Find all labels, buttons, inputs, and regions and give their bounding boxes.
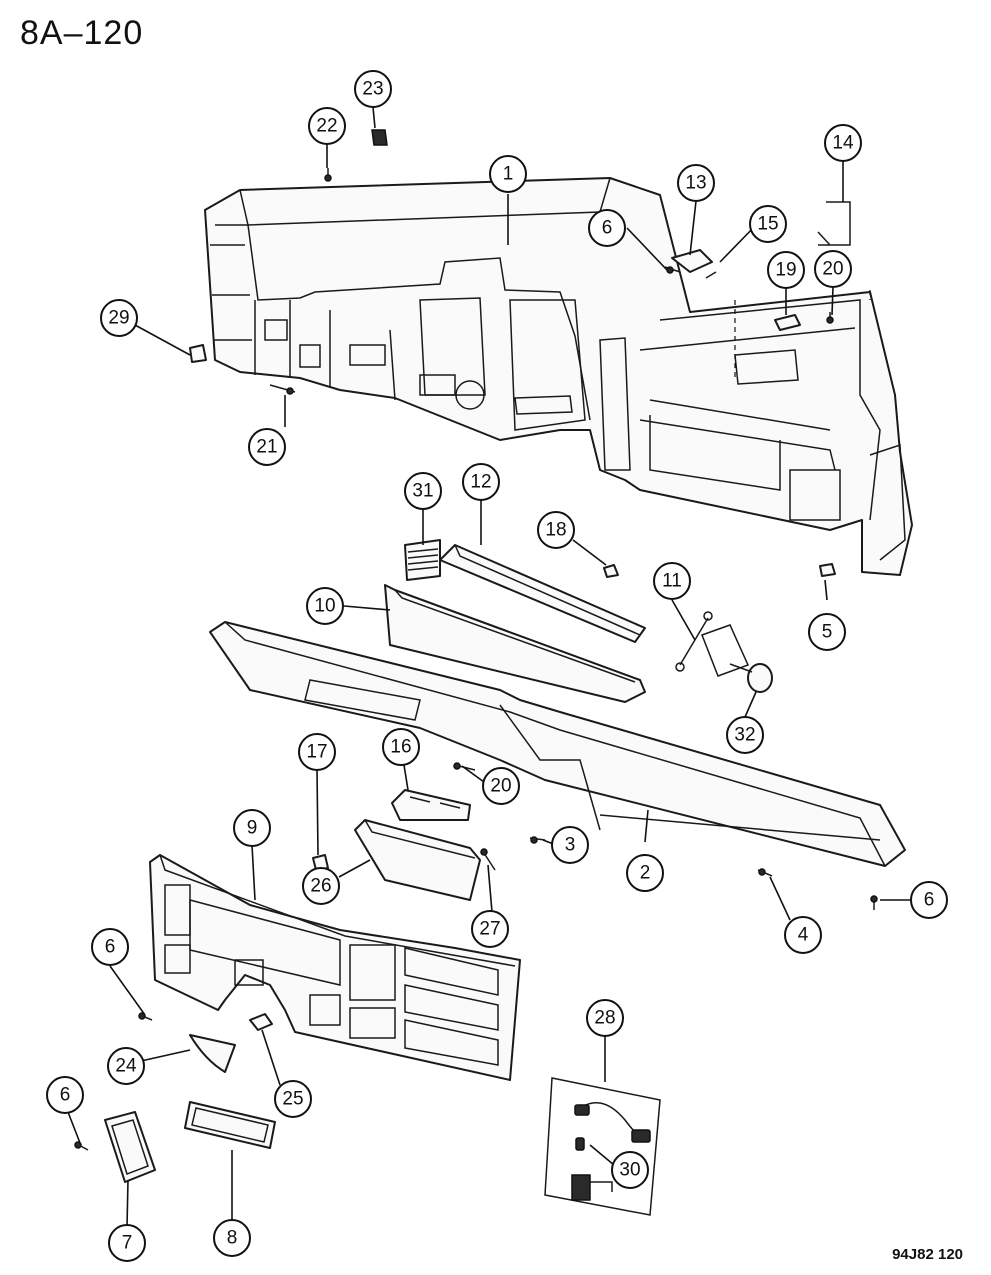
switch-bezel-8 xyxy=(184,1101,276,1149)
callout-14: 14 xyxy=(824,124,862,162)
callout-9: 9 xyxy=(233,809,271,847)
callout-label: 29 xyxy=(108,308,129,329)
callout-label: 5 xyxy=(822,622,833,643)
callout-label: 2 xyxy=(640,863,651,884)
callout-15: 15 xyxy=(749,205,787,243)
callout-30: 30 xyxy=(611,1151,649,1189)
callout-label: 28 xyxy=(594,1008,615,1029)
ash-receiver xyxy=(354,819,481,901)
wiring-kit-box xyxy=(544,1077,661,1216)
callout-label: 10 xyxy=(314,596,335,617)
callout-label: 19 xyxy=(775,260,796,281)
instrument-panel-base xyxy=(204,177,913,576)
callout-label: 14 xyxy=(832,133,854,154)
callout-12: 12 xyxy=(462,463,500,501)
callout-6-bottom: 6 xyxy=(46,1076,84,1114)
page-title: 8A–120 xyxy=(20,14,144,52)
callout-label: 31 xyxy=(412,481,433,502)
callout-label: 25 xyxy=(282,1089,303,1110)
callout-label: 8 xyxy=(227,1228,238,1249)
callout-25: 25 xyxy=(274,1080,312,1118)
callout-label: 11 xyxy=(662,571,682,592)
leader-lines xyxy=(67,106,910,1228)
callout-31: 31 xyxy=(404,472,442,510)
grille-plate xyxy=(404,539,441,581)
callout-label: 9 xyxy=(247,818,258,839)
callout-10: 10 xyxy=(306,587,344,625)
callout-label: 12 xyxy=(470,472,491,493)
callout-2: 2 xyxy=(626,854,664,892)
callout-label: 18 xyxy=(545,520,566,541)
upper-trim-strip xyxy=(439,544,646,643)
callout-22: 22 xyxy=(308,107,346,145)
callout-8: 8 xyxy=(213,1219,251,1257)
callout-24: 24 xyxy=(107,1047,145,1085)
callout-6-right: 6 xyxy=(910,881,948,919)
callout-6-left: 6 xyxy=(91,928,129,966)
lower-trim-bezel xyxy=(209,621,906,867)
callout-label: 6 xyxy=(602,218,613,239)
callout-label: 3 xyxy=(565,835,576,856)
release-cable xyxy=(675,611,750,677)
callout-label: 7 xyxy=(122,1233,133,1254)
callout-17: 17 xyxy=(298,733,336,771)
callout-label: 13 xyxy=(685,173,706,194)
callout-13: 13 xyxy=(677,164,715,202)
callout-29: 29 xyxy=(100,299,138,337)
callout-4: 4 xyxy=(784,916,822,954)
callout-label: 4 xyxy=(798,925,809,946)
callout-label: 24 xyxy=(115,1056,137,1077)
center-bezel-panel xyxy=(384,584,646,703)
callout-26: 26 xyxy=(302,867,340,905)
callout-11: 11 xyxy=(653,562,691,600)
figure-code: 94J82 120 xyxy=(892,1246,963,1263)
callout-5: 5 xyxy=(808,613,846,651)
callout-16: 16 xyxy=(382,728,420,766)
callout-label: 32 xyxy=(734,725,755,746)
clip-25 xyxy=(249,1013,273,1031)
callout-label: 20 xyxy=(490,776,511,797)
callout-label: 23 xyxy=(362,79,383,100)
callout-label: 15 xyxy=(757,214,778,235)
callout-label: 6 xyxy=(924,890,935,911)
callout-20-top: 20 xyxy=(814,250,852,288)
callout-1: 1 xyxy=(489,155,527,193)
callout-19: 19 xyxy=(767,251,805,289)
callout-20-mid: 20 xyxy=(482,767,520,805)
callout-6-top: 6 xyxy=(588,209,626,247)
callout-label: 16 xyxy=(390,737,411,758)
cluster-bezel xyxy=(149,854,521,1081)
callout-28: 28 xyxy=(586,999,624,1037)
callout-32: 32 xyxy=(726,716,764,754)
ash-receiver-housing xyxy=(391,789,471,821)
callout-label: 6 xyxy=(105,937,116,958)
callout-21: 21 xyxy=(248,428,286,466)
callout-23: 23 xyxy=(354,70,392,108)
callout-label: 30 xyxy=(619,1160,640,1181)
callout-label: 27 xyxy=(479,919,500,940)
callout-18: 18 xyxy=(537,511,575,549)
callout-27: 27 xyxy=(471,910,509,948)
callout-label: 26 xyxy=(310,876,331,897)
callout-label: 17 xyxy=(306,742,327,763)
knob-32 xyxy=(729,663,773,693)
callout-label: 1 xyxy=(503,164,514,185)
callout-label: 6 xyxy=(60,1085,71,1106)
cover-plate-7 xyxy=(104,1111,156,1183)
callout-3: 3 xyxy=(551,826,589,864)
trim-cover-24 xyxy=(189,1034,236,1073)
fasteners xyxy=(74,129,878,1151)
callout-7: 7 xyxy=(108,1224,146,1262)
callout-label: 21 xyxy=(256,437,277,458)
callout-label: 22 xyxy=(316,116,337,137)
callout-label: 20 xyxy=(822,259,843,280)
